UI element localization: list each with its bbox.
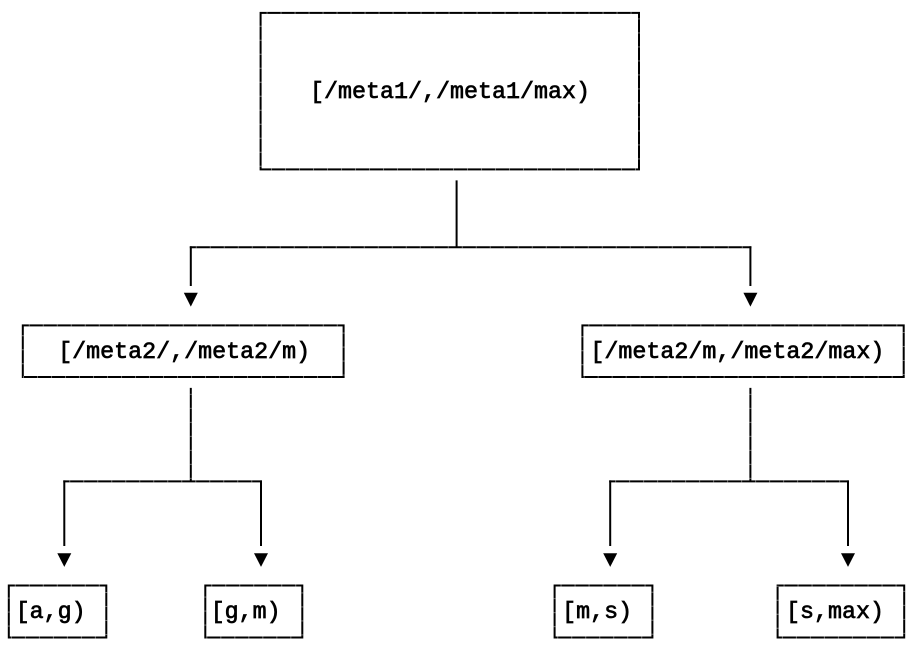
svg-text:[a,g): [a,g) [16, 600, 86, 626]
svg-text:[/meta2/,/meta2/m): [/meta2/,/meta2/m) [58, 340, 310, 366]
svg-text:[g,m): [g,m) [211, 600, 281, 626]
svg-text:[s,max): [s,max) [786, 600, 884, 626]
svg-text:[m,s): [m,s) [562, 600, 632, 626]
svg-text:[/meta1/,/meta1/max): [/meta1/,/meta1/max) [310, 80, 590, 106]
svg-text:[/meta2/m,/meta2/max): [/meta2/m,/meta2/max) [590, 340, 884, 366]
